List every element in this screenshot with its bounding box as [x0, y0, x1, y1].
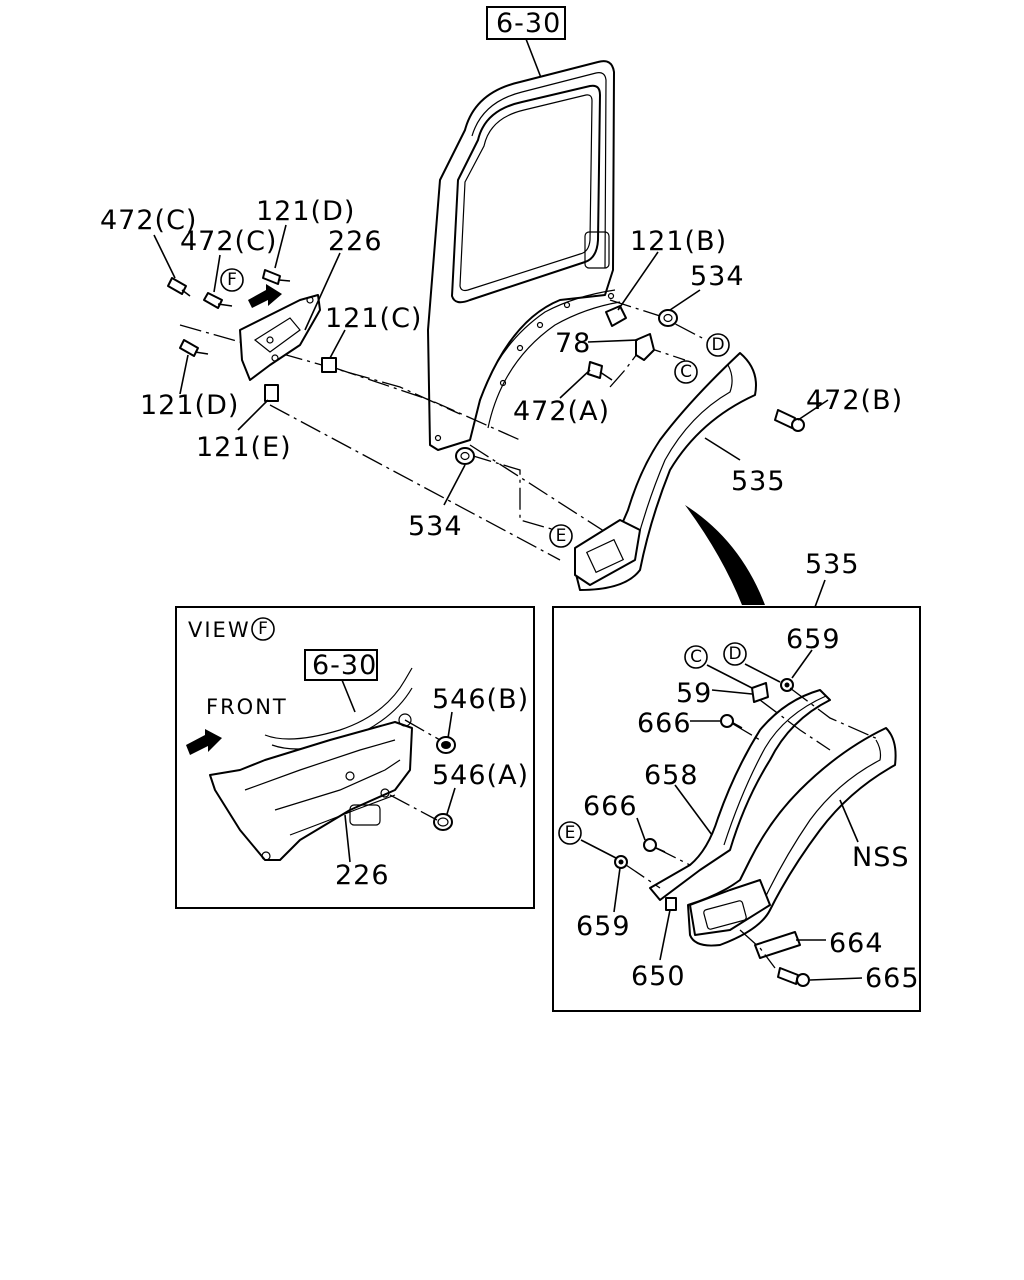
label-650: 650 — [631, 961, 686, 992]
label-121e: 121(E) — [196, 432, 292, 463]
marker-d-top: D — [706, 333, 730, 357]
marker-f-top: F — [220, 268, 244, 292]
label-659-bot: 659 — [576, 911, 631, 942]
label-666-mid: 666 — [583, 791, 638, 822]
label-546a: 546(A) — [432, 760, 529, 791]
marker-f-view: F — [251, 617, 275, 641]
label-226-view: 226 — [335, 860, 390, 891]
grommet-546b — [436, 736, 456, 754]
svg-text:C: C — [680, 362, 692, 382]
ref-label-6-30-view: 6-30 — [312, 650, 377, 681]
view-f-panel: VIEW F 6-30 FRONT — [175, 606, 535, 909]
detail-535-frame — [552, 606, 921, 1012]
marker-d-detail: D — [723, 642, 747, 666]
svg-text:F: F — [258, 619, 268, 639]
bracket-226-view — [209, 721, 413, 861]
screw-665 — [777, 967, 810, 987]
wheel-arch-step — [574, 519, 641, 586]
front-label: FRONT — [206, 695, 288, 719]
arrow-f-direction — [248, 284, 282, 308]
label-472c-a: 472(C) — [100, 205, 197, 236]
label-121c: 121(C) — [325, 303, 422, 334]
svg-text:E: E — [556, 526, 567, 546]
label-665: 665 — [865, 963, 920, 994]
screw-472c-a — [167, 277, 191, 297]
label-535-detail: 535 — [805, 549, 860, 580]
svg-text:C: C — [690, 647, 702, 667]
clip-121d-bot — [179, 339, 209, 357]
label-534-top: 534 — [690, 261, 745, 292]
label-659-top: 659 — [786, 624, 841, 655]
label-472c-b: 472(C) — [180, 226, 277, 257]
label-121d-top: 121(D) — [256, 196, 355, 227]
clip-59 — [751, 682, 769, 703]
svg-text:D: D — [728, 644, 741, 664]
label-664: 664 — [829, 928, 884, 959]
label-59: 59 — [676, 678, 712, 709]
label-nss: NSS — [852, 842, 909, 873]
clip-121b — [605, 305, 627, 327]
nut-659-bot — [614, 855, 628, 869]
view-f-title: VIEW — [188, 618, 251, 642]
clip-121d-top — [262, 269, 291, 285]
label-658: 658 — [644, 760, 699, 791]
detail-535-panel: 535 — [552, 549, 921, 1012]
detail-pointer-arrow — [685, 505, 765, 605]
label-472b: 472(B) — [806, 385, 903, 416]
label-666-top: 666 — [637, 708, 692, 739]
label-121b: 121(B) — [630, 226, 727, 257]
ref-label-6-30-top: 6-30 — [496, 8, 561, 39]
door-assembly: 6-30 — [100, 6, 903, 605]
svg-text:F: F — [227, 270, 237, 290]
front-arrow — [186, 729, 222, 755]
washer-534-bot — [455, 447, 475, 465]
label-535-mid: 535 — [731, 466, 786, 497]
screw-666-mid — [643, 838, 666, 853]
label-534-bot: 534 — [408, 511, 463, 542]
bracket-78 — [635, 333, 655, 361]
marker-e-detail: E — [558, 821, 582, 845]
ref-box-6-30-view — [304, 649, 378, 681]
svg-text:D: D — [711, 335, 724, 355]
screw-472c-b — [203, 292, 233, 309]
label-78: 78 — [555, 328, 591, 359]
trim-658 — [649, 689, 831, 901]
label-546b: 546(B) — [432, 684, 529, 715]
marker-c-detail: C — [684, 645, 708, 669]
screw-472b — [774, 409, 805, 432]
label-472a: 472(A) — [513, 396, 610, 427]
clip-650 — [665, 897, 677, 911]
label-226-top: 226 — [328, 226, 383, 257]
door-window — [451, 84, 601, 304]
bracket-226 — [239, 294, 321, 381]
cover-664 — [754, 931, 801, 959]
view-f-frame — [175, 606, 535, 909]
grommet-546a — [433, 813, 453, 831]
door-latch-hole — [584, 231, 610, 269]
marker-c-top: C — [674, 360, 698, 384]
label-121d-bot: 121(D) — [140, 390, 239, 421]
washer-534-top — [658, 309, 678, 327]
clip-121c — [321, 357, 337, 373]
screw-666-top — [720, 714, 743, 729]
screw-472a — [587, 361, 613, 381]
svg-text:E: E — [565, 823, 576, 843]
marker-e-top: E — [549, 524, 573, 548]
clip-121e — [264, 384, 279, 402]
